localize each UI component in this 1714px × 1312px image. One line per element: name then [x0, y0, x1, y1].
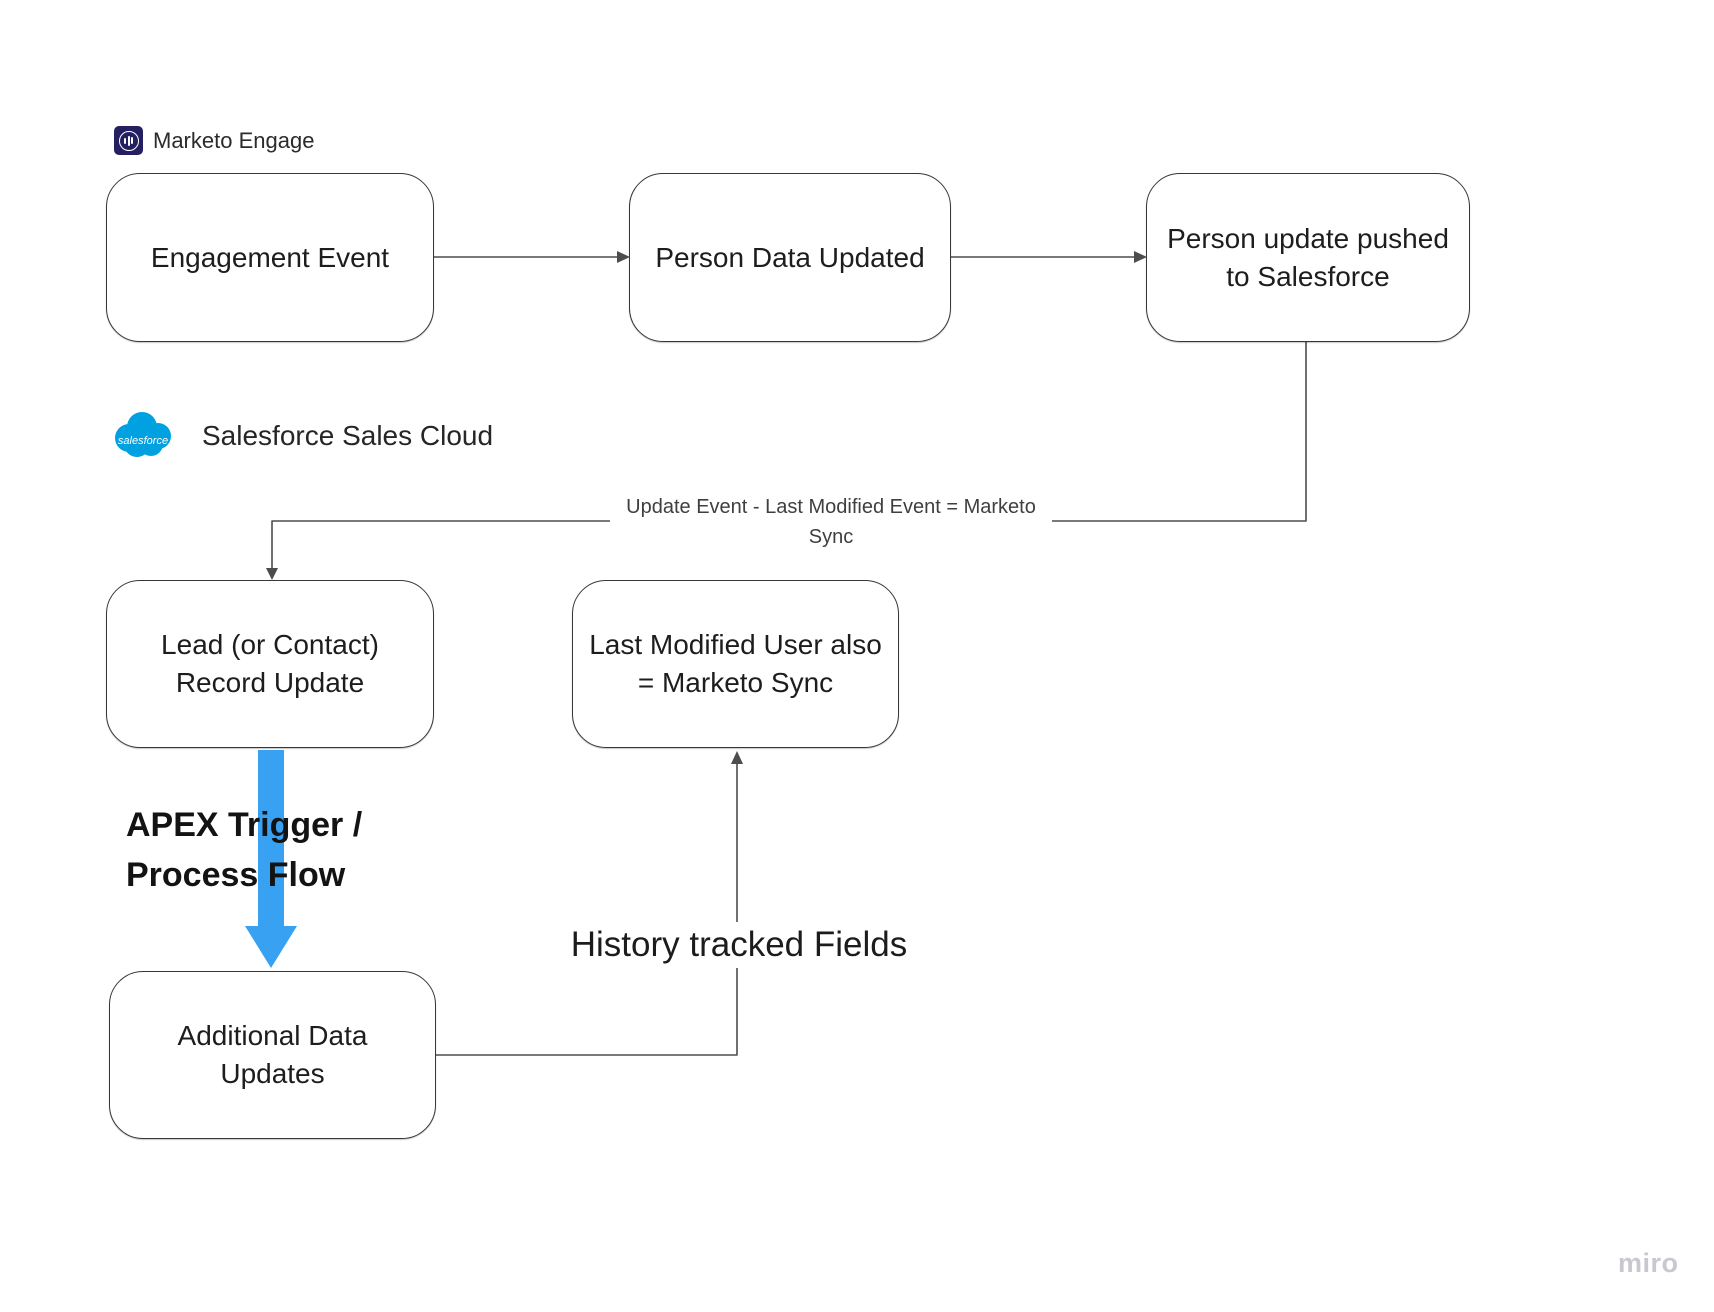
apex-trigger-arrow-icon[interactable] — [240, 748, 302, 970]
update-event-connector-label[interactable]: Update Event - Last Modified Event = Mar… — [610, 492, 1052, 552]
shape-label: Additional Data — [177, 1020, 368, 1051]
shape-label: Person update pushed — [1167, 222, 1449, 254]
connector-persondata-to-personupdate[interactable] — [951, 251, 1147, 263]
history-tracked-fields-text[interactable]: History tracked Fields — [554, 922, 924, 968]
connector-label-line: Sync — [808, 526, 854, 548]
miro-watermark: miro — [1618, 1248, 1679, 1278]
apex-trigger-text[interactable]: APEX Trigger / Process Flow — [126, 800, 362, 900]
history-text-line: History tracked Fields — [570, 925, 908, 964]
shape-label: Record Update — [175, 667, 365, 698]
connector-additional-to-lastmodified[interactable] — [436, 751, 743, 1056]
shape-last-modified-user[interactable]: Last Modified User also = Marketo Sync — [572, 580, 899, 748]
shape-label: to Salesforce — [1226, 260, 1390, 292]
apex-text-line: Process Flow — [126, 856, 346, 894]
salesforce-cloud-icon: salesforce — [115, 412, 171, 457]
shape-label: Updates — [220, 1058, 325, 1089]
shape-label: = Marketo Sync — [637, 667, 834, 698]
shape-label: Person Data Updated — [655, 241, 925, 273]
shape-lead-record-update[interactable]: Lead (or Contact) Record Update — [106, 580, 434, 748]
shape-label: Engagement Event — [150, 241, 390, 273]
shape-additional-data-updates[interactable]: Additional Data Updates — [109, 971, 436, 1139]
connector-engagement-to-persondata[interactable] — [434, 251, 630, 263]
marketo-brand-row: Marketo Engage — [114, 126, 314, 155]
shape-person-data-updated[interactable]: Person Data Updated — [629, 173, 951, 342]
marketo-engage-icon — [114, 126, 143, 155]
shape-label: Last Modified User also — [589, 629, 882, 660]
salesforce-sales-cloud-label: Salesforce Sales Cloud — [202, 420, 494, 451]
apex-text-line: APEX Trigger / — [126, 806, 363, 844]
marketo-engage-label: Marketo Engage — [153, 127, 315, 153]
connector-label-line: Update Event - Last Modified Event = Mar… — [626, 496, 1036, 518]
shape-person-update-pushed[interactable]: Person update pushed to Salesforce — [1146, 173, 1470, 342]
salesforce-brand-row: salesforce Salesforce Sales Cloud — [112, 411, 493, 461]
shape-engagement-event[interactable]: Engagement Event — [106, 173, 434, 342]
salesforce-logo-text: salesforce — [118, 435, 168, 447]
marketo-ring-icon — [118, 130, 139, 151]
shape-label: Lead (or Contact) — [161, 629, 379, 660]
